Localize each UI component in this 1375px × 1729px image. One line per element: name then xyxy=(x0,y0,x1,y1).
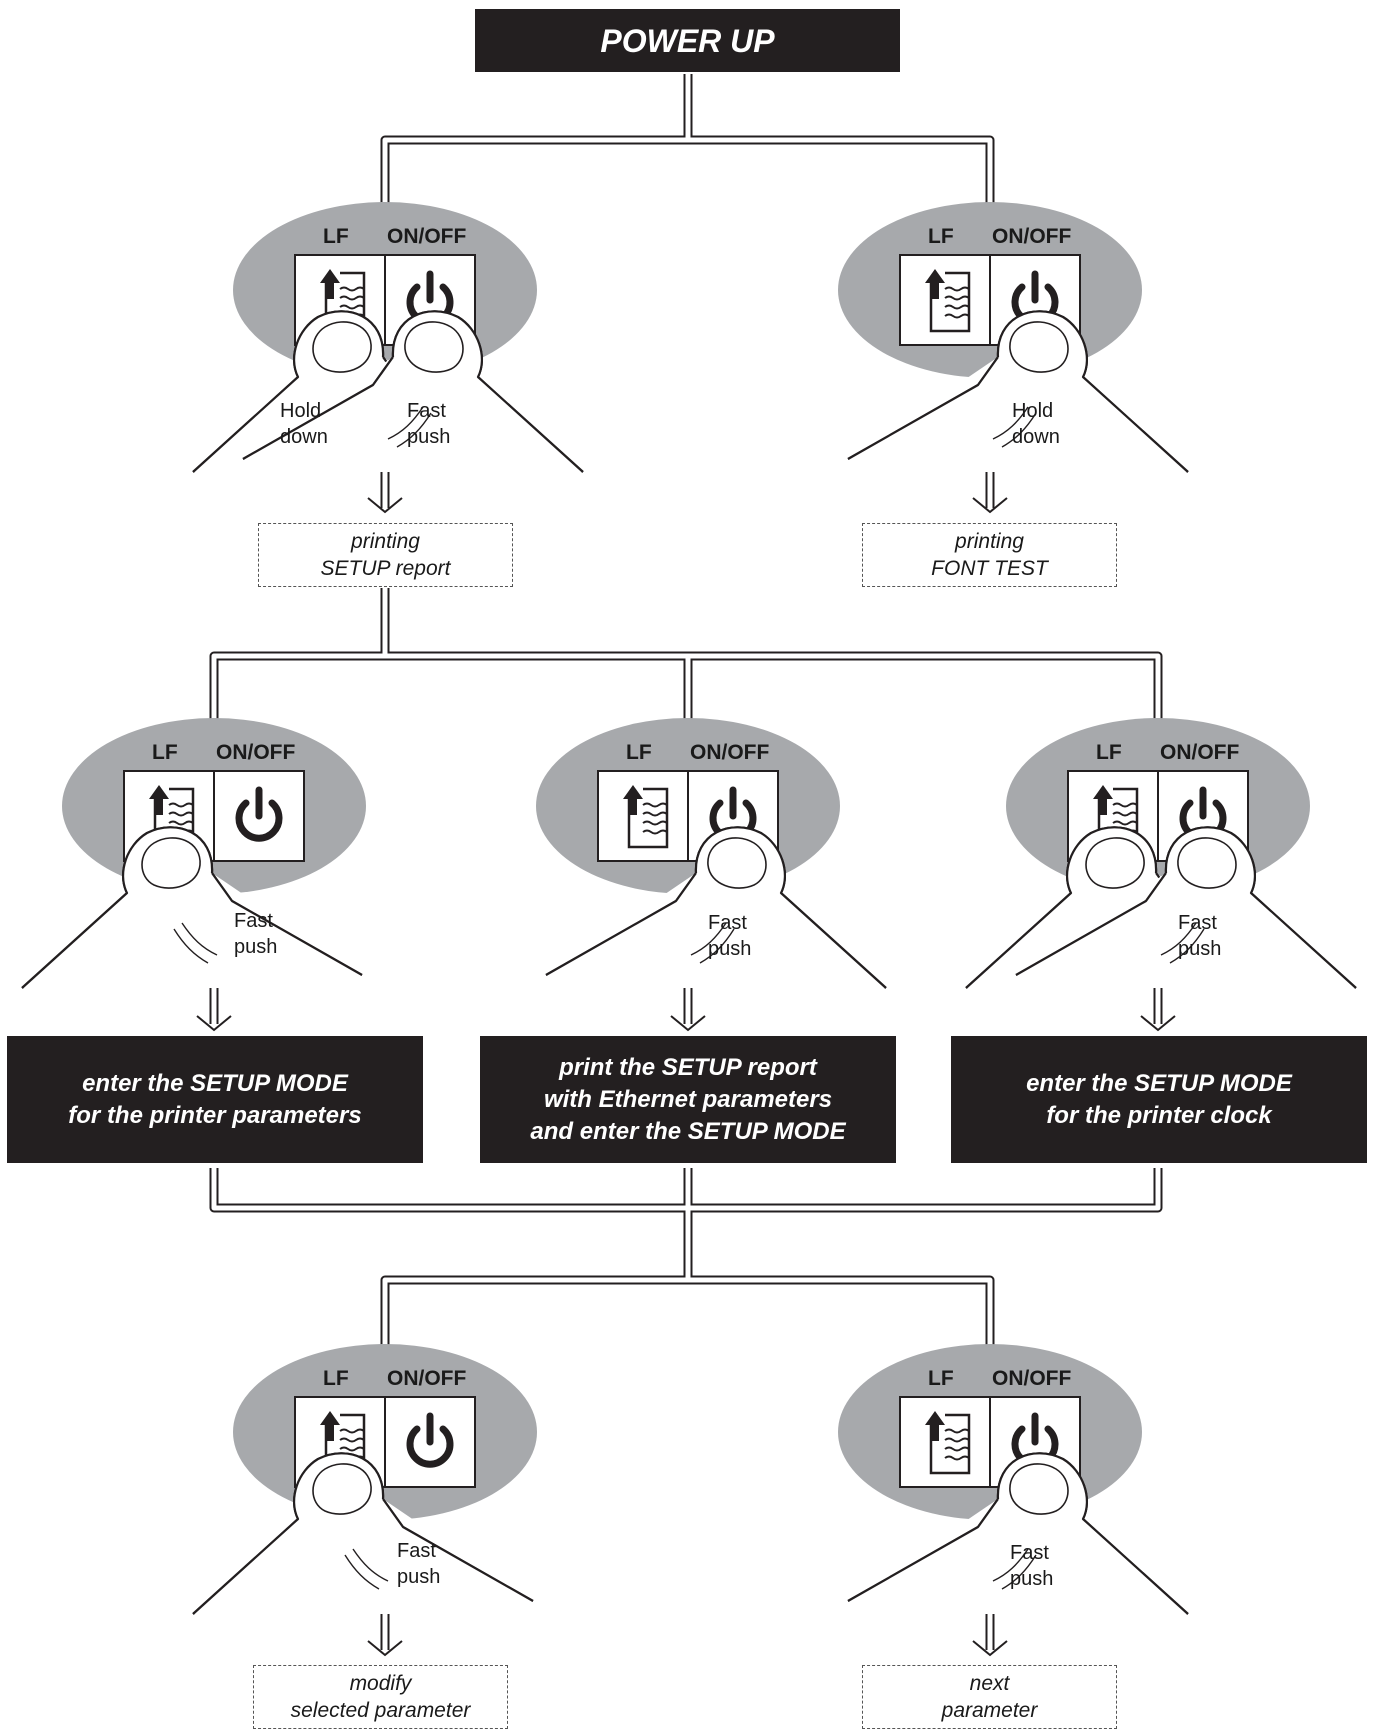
power-up-label: POWER UP xyxy=(600,22,775,59)
action-note: Fast push xyxy=(397,1538,440,1590)
mode-clock-line-2: for the printer clock xyxy=(1046,1101,1272,1129)
paper-feed-icon xyxy=(925,1411,971,1475)
connector-modes-merge xyxy=(209,1168,1163,1355)
setup-mode-clock: enter the SETUP MODE for the printer clo… xyxy=(951,1036,1367,1163)
lf-button-label: LF xyxy=(1096,741,1122,764)
arrow-to-mode-3 xyxy=(1140,1015,1176,1032)
panel-p6 xyxy=(192,1344,537,1615)
action-note-line: push xyxy=(397,1566,441,1588)
arrow-to-mode-1 xyxy=(196,1015,232,1032)
lf-button-label: LF xyxy=(323,1367,349,1390)
paper-feed-icon xyxy=(623,785,669,849)
onoff-button[interactable] xyxy=(384,1396,476,1488)
button-panels xyxy=(21,202,1357,1615)
action-note: Fast push xyxy=(708,910,751,962)
panel-p3 xyxy=(21,718,366,989)
action-note: Hold down xyxy=(280,398,328,450)
modify-line-1: modify xyxy=(349,1672,412,1695)
next-line-1: next xyxy=(969,1672,1010,1695)
onoff-button-label: ON/OFF xyxy=(992,225,1072,248)
lf-button-label: LF xyxy=(323,225,349,248)
modify-parameter-result: modify selected parameter xyxy=(253,1665,508,1729)
finger-r xyxy=(242,310,584,473)
mode-ethernet-line-1: print the SETUP report xyxy=(559,1053,817,1081)
action-note: Fast push xyxy=(407,398,450,450)
lf-button[interactable] xyxy=(899,1396,991,1488)
lf-button-label: LF xyxy=(928,1367,954,1390)
action-note-line: push xyxy=(708,938,752,960)
action-note: Fast push xyxy=(1010,1540,1053,1592)
font-test-result: printing FONT TEST xyxy=(862,523,1117,587)
finger-r xyxy=(1015,826,1357,989)
action-note-line: Fast xyxy=(1178,912,1217,934)
next-line-2: parameter xyxy=(941,1699,1038,1722)
setup-mode-printer-params: enter the SETUP MODE for the printer par… xyxy=(7,1036,423,1163)
action-note: Fast push xyxy=(234,908,277,960)
finger-r xyxy=(847,1452,1189,1615)
panel-p1 xyxy=(192,202,584,473)
action-note-line: Fast xyxy=(708,912,747,934)
connector-power-up xyxy=(380,74,995,215)
panel-p5 xyxy=(965,718,1357,989)
action-note-line: Fast xyxy=(1010,1542,1049,1564)
arrow-to-mode-2 xyxy=(670,1015,706,1032)
action-note: Fast push xyxy=(1178,910,1221,962)
paper-feed-icon xyxy=(925,269,971,333)
power-up-title: POWER UP xyxy=(475,9,900,72)
onoff-button-label: ON/OFF xyxy=(387,225,467,248)
mode-ethernet-line-2: with Ethernet parameters xyxy=(543,1085,833,1113)
lf-button-label: LF xyxy=(928,225,954,248)
mode-clock-line-1: enter the SETUP MODE xyxy=(1026,1069,1292,1097)
lf-button-label: LF xyxy=(152,741,178,764)
onoff-button-label: ON/OFF xyxy=(216,741,296,764)
action-note-line: push xyxy=(234,936,278,958)
mode-printer-params-line-1: enter the SETUP MODE xyxy=(82,1069,348,1097)
panel-p4 xyxy=(536,718,887,989)
action-note-line: down xyxy=(280,426,328,448)
setup-report-result: printing SETUP report xyxy=(258,523,513,587)
action-note: Hold down xyxy=(1012,398,1060,450)
onoff-button-label: ON/OFF xyxy=(690,741,770,764)
onoff-button-label: ON/OFF xyxy=(387,1367,467,1390)
setup-mode-ethernet: print the SETUP report with Ethernet par… xyxy=(480,1036,896,1163)
finger-r xyxy=(545,826,887,989)
onoff-button[interactable] xyxy=(213,770,305,862)
modify-line-2: selected parameter xyxy=(290,1699,471,1722)
power-icon xyxy=(235,786,283,842)
lf-button-label: LF xyxy=(626,741,652,764)
setup-report-line-1: printing xyxy=(351,530,420,553)
font-test-line-1: printing xyxy=(955,530,1024,553)
next-parameter-result: next parameter xyxy=(862,1665,1117,1729)
action-note-line: push xyxy=(407,426,451,448)
setup-report-line-2: SETUP report xyxy=(320,557,451,580)
mode-printer-params-line-2: for the printer parameters xyxy=(68,1101,362,1129)
arrow-to-modify xyxy=(367,1640,403,1657)
action-note-line: Fast xyxy=(397,1540,436,1562)
action-note-line: Fast xyxy=(234,910,273,932)
action-note-line: push xyxy=(1010,1568,1054,1590)
font-test-line-2: FONT TEST xyxy=(931,557,1048,580)
finger-l xyxy=(21,826,363,989)
action-note-line: Hold xyxy=(1012,400,1054,422)
arrow-to-font-test xyxy=(972,497,1008,514)
panel-p7 xyxy=(838,1344,1189,1615)
onoff-button-label: ON/OFF xyxy=(1160,741,1240,764)
panel-p2 xyxy=(838,202,1189,473)
action-note-line: Hold xyxy=(280,400,322,422)
power-icon xyxy=(406,1412,454,1468)
finger-l xyxy=(192,1452,534,1615)
arrow-to-setup-report xyxy=(367,497,403,514)
arrow-to-next xyxy=(972,1640,1008,1657)
finger-r xyxy=(847,310,1189,473)
action-note-line: Fast xyxy=(407,400,446,422)
mode-ethernet-line-3: and enter the SETUP MODE xyxy=(530,1117,846,1145)
connector-setup-report xyxy=(209,588,1163,730)
lf-button[interactable] xyxy=(597,770,689,862)
lf-button[interactable] xyxy=(899,254,991,346)
onoff-button-label: ON/OFF xyxy=(992,1367,1072,1390)
action-note-line: down xyxy=(1012,426,1060,448)
action-note-line: push xyxy=(1178,938,1222,960)
